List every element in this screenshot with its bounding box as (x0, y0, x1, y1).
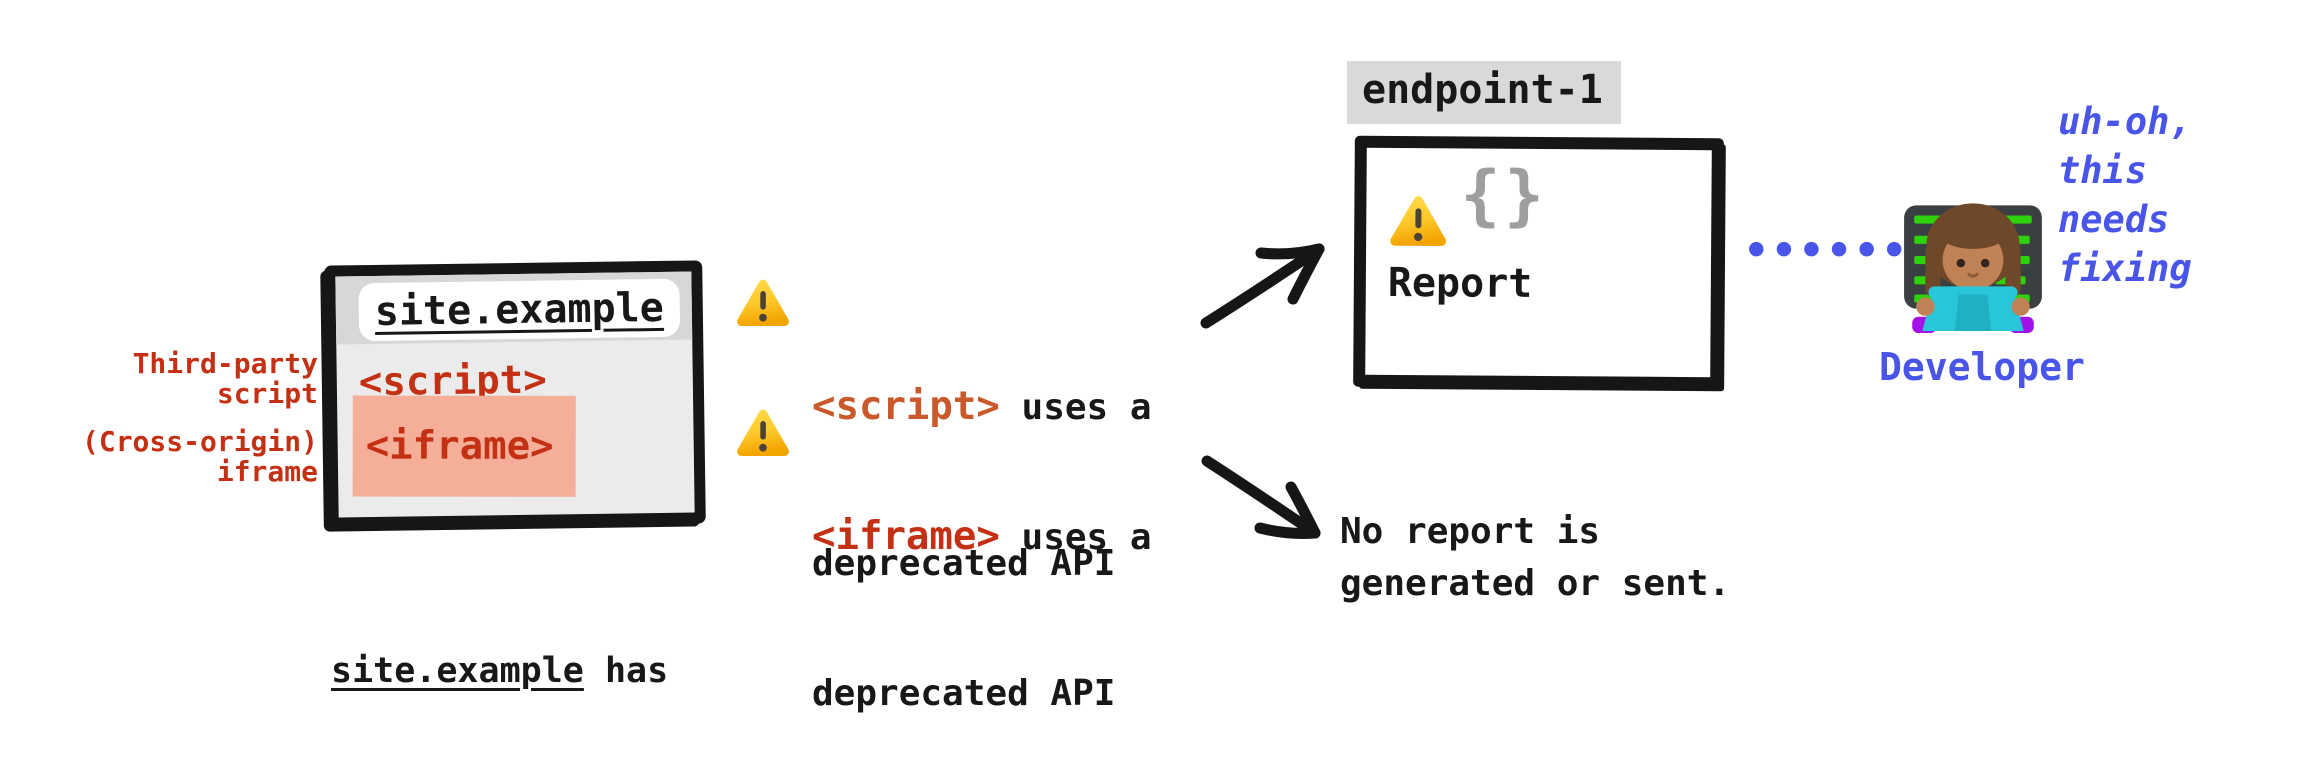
arrow-to-endpoint (1200, 243, 1325, 329)
third-party-script-label: Third-party script (78, 349, 318, 409)
iframe-warning-line1: <iframe> uses a (812, 511, 1152, 564)
dotted-connector: ●●●●●● (1748, 237, 1914, 259)
script-tag-text: <script> (812, 384, 1000, 429)
warning-icon (737, 409, 789, 456)
warning-icon (1390, 196, 1446, 247)
thought-line2: this (2058, 149, 2148, 192)
developer-thought-text: uh-oh, this needs fixing (2058, 97, 2192, 293)
cross-origin-iframe-label: (Cross-origin) iframe (78, 427, 318, 487)
uses-a-text: uses a (999, 387, 1152, 428)
thought-line1: uh-oh, (2058, 100, 2192, 143)
caption-has-text: has (583, 651, 669, 691)
developer-label: Developer (1879, 345, 2085, 389)
caption-site-text: site.example (331, 651, 584, 691)
cross-origin-label-line1: (Cross-origin) (81, 425, 318, 458)
browser-titlebar: site.example (335, 271, 693, 345)
iframe-element-text: <iframe> (365, 423, 554, 469)
no-report-line1: No report is (1340, 511, 1601, 552)
report-label: Report (1387, 259, 1533, 307)
cross-origin-label-line2: iframe (216, 455, 318, 488)
third-party-label-line2: script (216, 377, 318, 410)
no-report-line2: generated or sent. (1340, 563, 1731, 604)
woman-technologist-emoji (1904, 203, 2042, 333)
report-box: {} Report (1353, 135, 1724, 390)
warning-icon (737, 279, 789, 326)
caption-line1: site.example has (331, 644, 811, 698)
address-bar: site.example (358, 278, 681, 342)
iframe-highlight: <iframe> (352, 395, 576, 497)
iframe-warning-line2: deprecated API (812, 673, 1116, 714)
iframe-warning-text: <iframe> uses a deprecated API (812, 407, 1152, 762)
json-braces-icon: {} (1460, 156, 1549, 235)
script-warning-line2: deprecated API (812, 543, 1116, 584)
thought-line3: needs (2058, 198, 2170, 241)
site-url-text: site.example (374, 284, 665, 335)
script-warning-line1: <script> uses a (812, 381, 1152, 434)
iframe-tag-text: <iframe> (812, 514, 1000, 559)
endpoint-label: endpoint-1 (1347, 61, 1621, 124)
third-party-label-line1: Third-party (132, 347, 318, 380)
no-report-text: No report is generated or sent. (1340, 506, 1730, 610)
uses-a-text: uses a (999, 517, 1152, 558)
script-warning-text: <script> uses a deprecated API (812, 277, 1152, 694)
site-caption: site.example has Reporting-Endpoints set… (331, 536, 811, 762)
arrow-to-no-report (1201, 455, 1321, 539)
thought-line4: fixing (2058, 247, 2192, 290)
browser-window: site.example <script> <iframe> (324, 260, 706, 529)
